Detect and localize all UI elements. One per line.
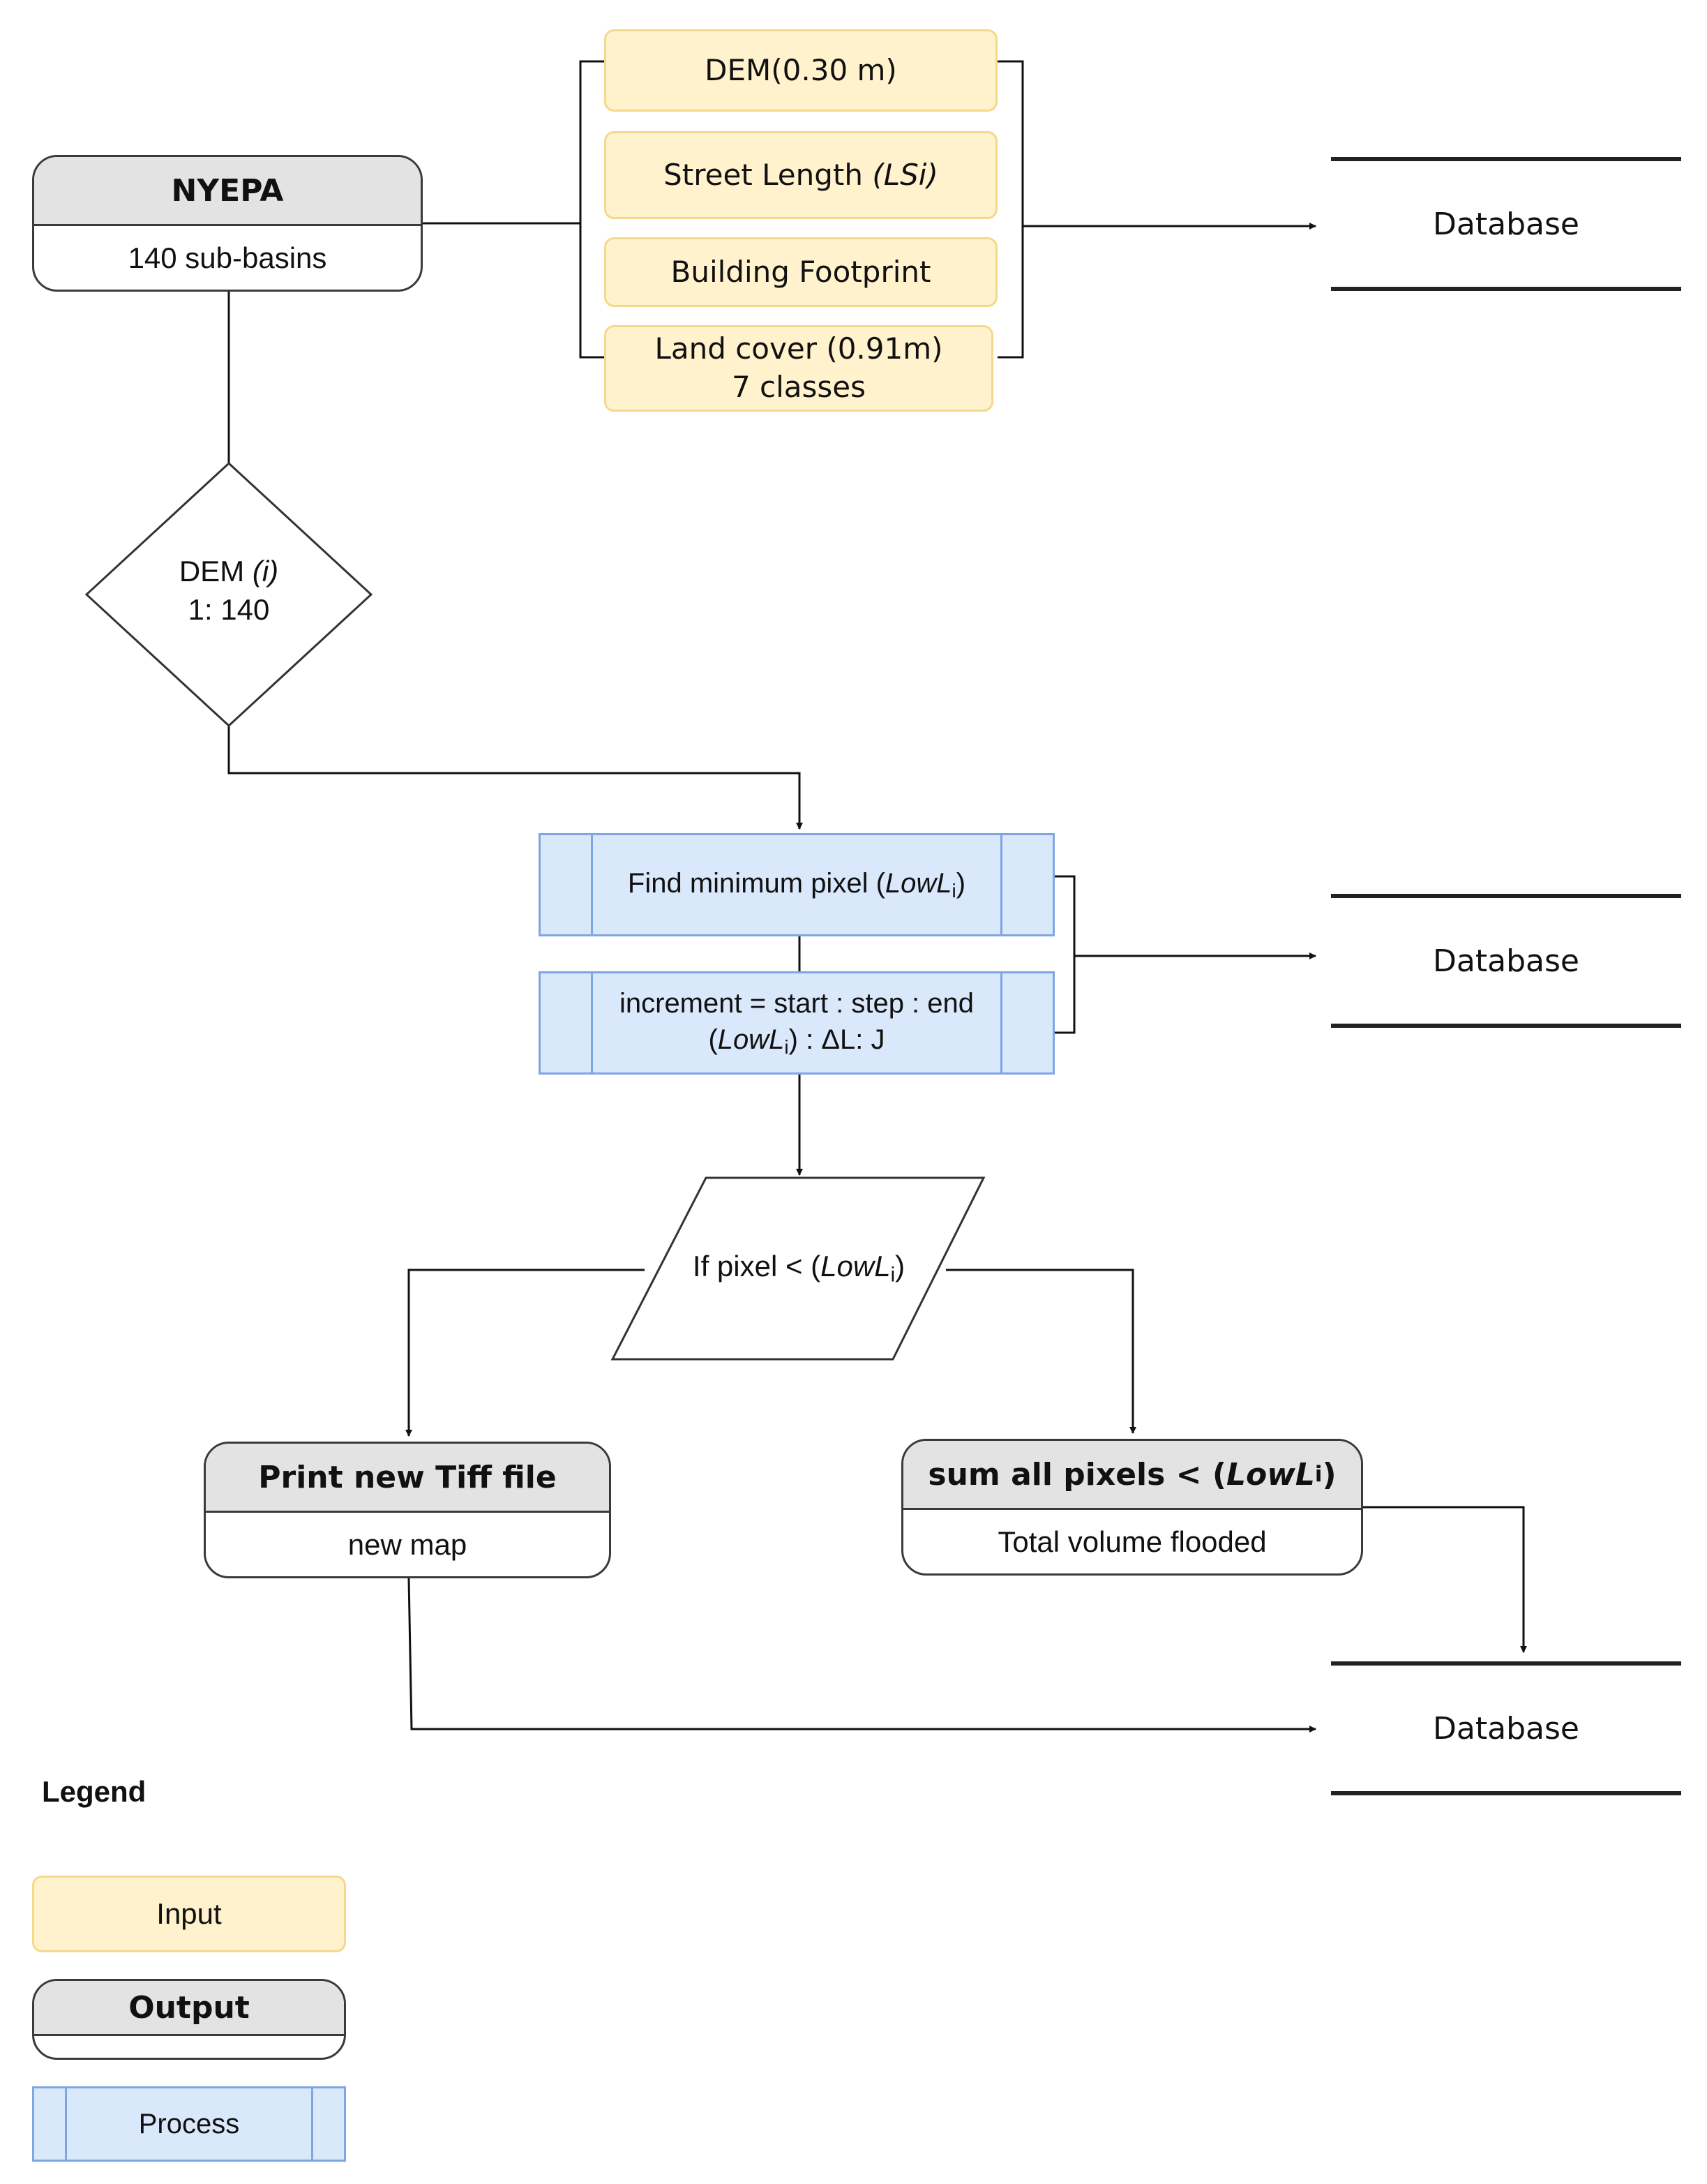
increment-line2: (LowLi) : ΔL: J: [619, 1022, 974, 1060]
dem-loop-title: DEM (i): [110, 553, 347, 591]
input-street-length-label: Street Length (LSi): [663, 156, 938, 195]
legend-title: Legend: [42, 1775, 146, 1808]
nyepa-subtitle: 140 sub-basins: [128, 241, 327, 274]
database-bottom: Database: [1433, 1710, 1579, 1747]
increment-open: (: [708, 1024, 718, 1056]
database-top: Database: [1433, 206, 1579, 242]
legend-input-label: Input: [156, 1897, 222, 1930]
input-street-length: Street Length (LSi): [604, 131, 998, 219]
dem-loop-prefix: DEM: [179, 555, 253, 588]
find-min-subscript: i: [952, 880, 956, 902]
increment-variable: LowL: [717, 1024, 785, 1056]
right-bracket: [998, 60, 1024, 359]
legend-process-left-bar: [65, 2088, 67, 2160]
input-building-footprint: Building Footprint: [604, 237, 998, 307]
process-find-minimum-left-bar: [591, 835, 593, 934]
input-dem: DEM(0.30 m): [604, 29, 998, 112]
process-find-minimum-label: Find minimum pixel (LowLi): [628, 865, 965, 904]
condition-prefix: If pixel < (: [692, 1250, 821, 1282]
increment-rest: ) : ΔL: J: [788, 1024, 885, 1056]
process-increment-label: increment = start : step : end (LowLi) :…: [619, 985, 974, 1060]
input-building-footprint-label: Building Footprint: [670, 254, 931, 289]
sum-pixels-variable: LowL: [1226, 1456, 1315, 1493]
dem-loop-range: 1: 140: [188, 592, 270, 626]
arrow-print-database: [407, 1578, 1316, 1733]
arrow-condition-sum: [946, 1269, 1136, 1434]
arrow-condition-print: [405, 1269, 645, 1437]
increment-line1: increment = start : step : end: [619, 988, 975, 1019]
nyepa-title: NYEPA: [34, 157, 421, 226]
street-length-text: Street Length: [663, 157, 873, 192]
legend-output: Output: [32, 1979, 346, 2060]
sum-pixels-subscript: i: [1314, 1462, 1323, 1487]
process-find-minimum: Find minimum pixel (LowLi): [539, 833, 1055, 936]
dem-loop-label: DEM (i) 1: 140: [110, 553, 347, 629]
input-land-cover-line1: Land cover (0.91m): [654, 331, 943, 366]
process-increment-left-bar: [591, 973, 593, 1072]
legend-process-right-bar: [311, 2088, 313, 2160]
legend-input: Input: [32, 1876, 346, 1952]
print-tiff-box: Print new Tiff file new map: [204, 1442, 611, 1578]
nyepa-box: NYEPA 140 sub-basins: [32, 155, 423, 292]
input-land-cover: Land cover (0.91m) 7 classes: [604, 325, 993, 412]
legend-output-body: [34, 2036, 344, 2058]
legend-process: Process: [32, 2086, 346, 2162]
increment-subscript: i: [784, 1036, 789, 1059]
find-min-variable: LowL: [885, 868, 952, 899]
sum-pixels-subtitle: Total volume flooded: [998, 1525, 1267, 1558]
find-min-suffix: ): [956, 868, 966, 899]
process-bracket: [1055, 875, 1076, 1034]
legend-output-label: Output: [34, 1981, 344, 2036]
condition-variable: LowL: [820, 1250, 891, 1282]
legend-process-label: Process: [138, 2109, 240, 2139]
database-middle: Database: [1433, 943, 1579, 979]
street-length-variable: (LSi): [872, 157, 938, 192]
print-tiff-subtitle: new map: [347, 1527, 467, 1561]
input-land-cover-line2: 7 classes: [731, 370, 866, 404]
dem-loop-diamond: [84, 461, 373, 728]
left-bracket: [579, 60, 604, 359]
process-increment-right-bar: [1000, 973, 1002, 1072]
process-increment: increment = start : step : end (LowLi) :…: [539, 971, 1055, 1075]
input-dem-label: DEM(0.30 m): [705, 52, 897, 87]
condition-suffix: ): [895, 1250, 905, 1282]
find-min-prefix: Find minimum pixel (: [627, 868, 885, 899]
arrow-dem-findmin: [227, 726, 803, 830]
sum-pixels-prefix: sum all pixels < (: [928, 1456, 1226, 1493]
condition-parallelogram: [610, 1176, 986, 1361]
print-tiff-title: Print new Tiff file: [206, 1444, 609, 1513]
process-find-minimum-right-bar: [1000, 835, 1002, 934]
sum-pixels-suffix: ): [1322, 1456, 1337, 1493]
arrow-sum-database: [1363, 1506, 1527, 1653]
condition-label: If pixel < (LowLi): [656, 1248, 942, 1289]
condition-subscript: i: [890, 1263, 896, 1287]
dem-loop-variable: (i): [252, 555, 279, 588]
